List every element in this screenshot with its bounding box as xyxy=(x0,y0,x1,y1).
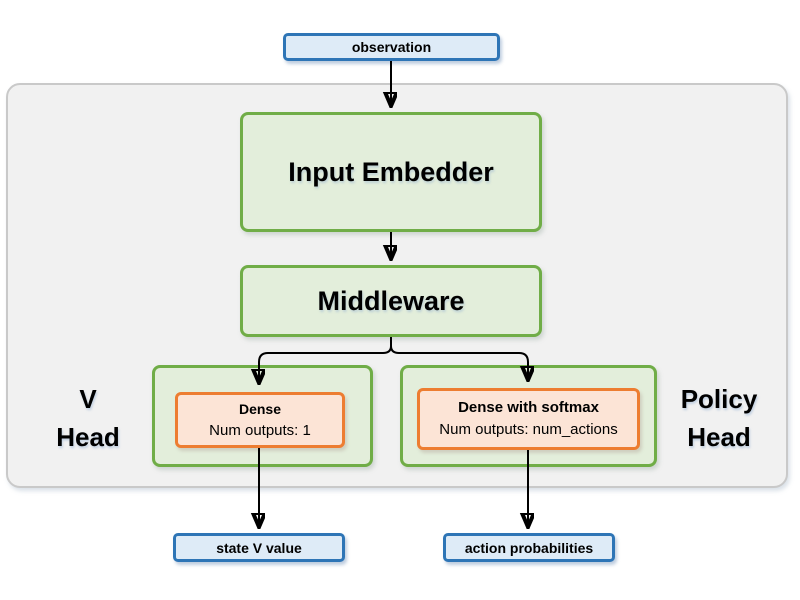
v-head-dense-node: Dense Num outputs: 1 xyxy=(175,392,345,448)
state-v-value-node: state V value xyxy=(173,533,345,562)
v-head-label-line1: V xyxy=(79,384,97,414)
policy-head-label: Policy Head xyxy=(660,380,778,456)
v-head-dense-subtitle: Num outputs: 1 xyxy=(209,422,311,439)
v-head-label-line2: Head xyxy=(56,422,120,452)
policy-head-label-line2: Head xyxy=(687,422,751,452)
policy-head-dense-subtitle: Num outputs: num_actions xyxy=(439,421,618,438)
policy-head-dense-node: Dense with softmax Num outputs: num_acti… xyxy=(417,388,640,450)
middleware-node: Middleware xyxy=(240,265,542,337)
policy-head-dense-title: Dense with softmax xyxy=(458,399,599,416)
action-probabilities-node: action probabilities xyxy=(443,533,615,562)
input-embedder-node: Input Embedder xyxy=(240,112,542,232)
policy-head-label-line1: Policy xyxy=(680,384,758,414)
v-head-dense-title: Dense xyxy=(238,401,282,417)
observation-node: observation xyxy=(283,33,500,61)
v-head-label: V Head xyxy=(36,380,140,456)
